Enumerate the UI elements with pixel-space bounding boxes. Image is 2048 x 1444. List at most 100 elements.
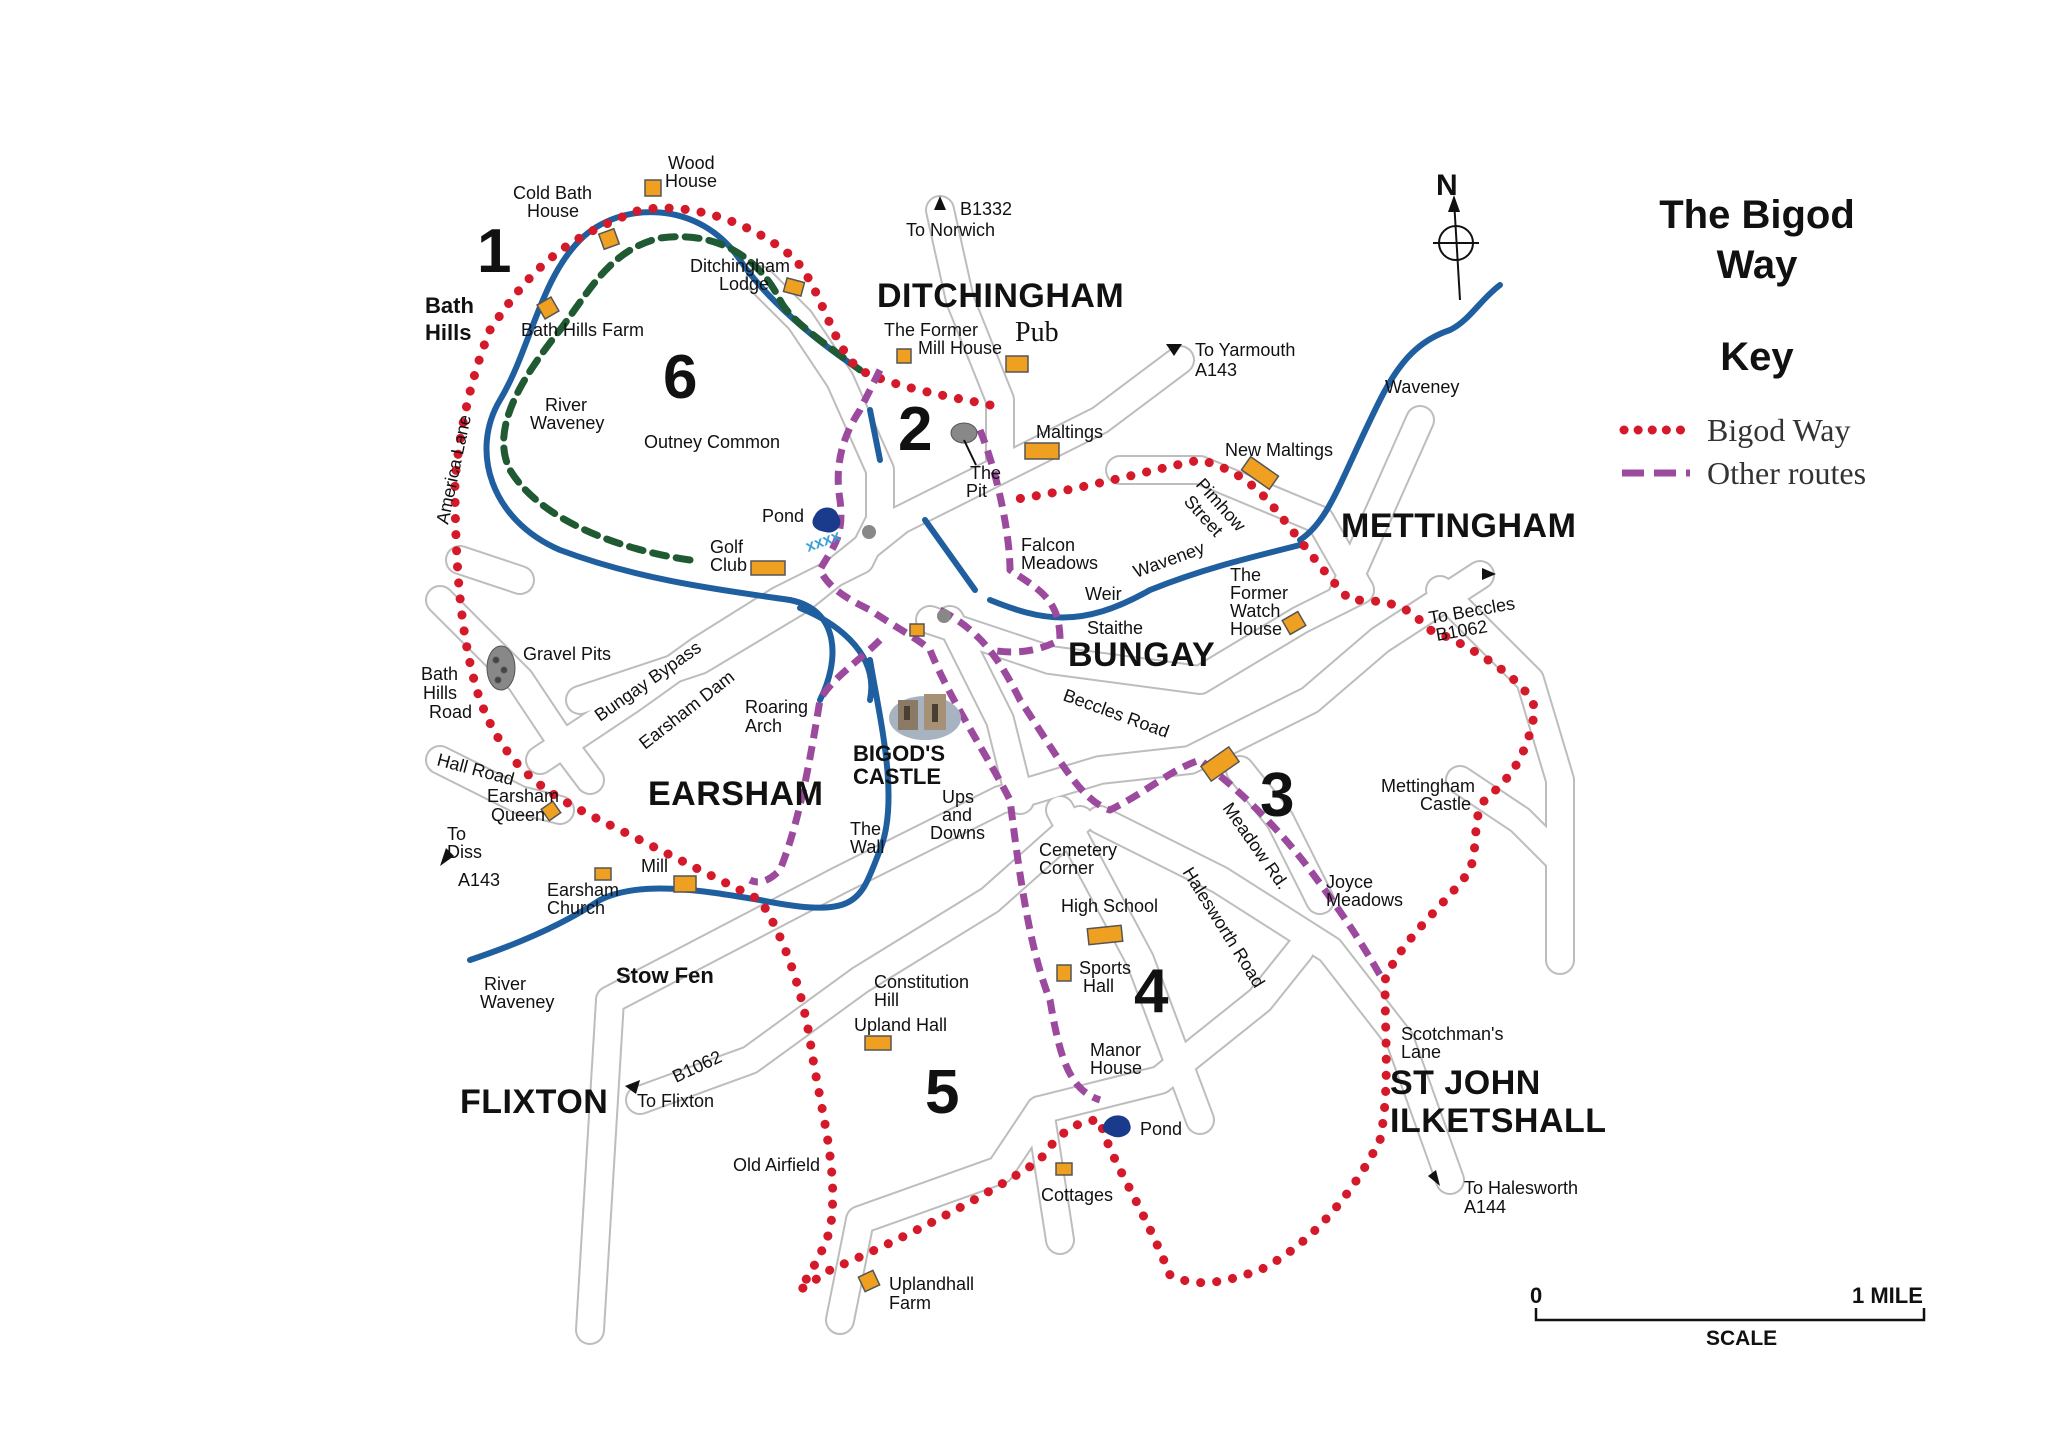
label-golf-club: Club <box>710 555 747 575</box>
label-bath-hills-road: Bath <box>421 664 458 684</box>
label-manor-house: Manor <box>1090 1040 1141 1060</box>
label-sports-hall: Sports <box>1079 958 1131 978</box>
label-beccles-road: Beccles Road <box>1061 685 1172 742</box>
label-ups-and-downs: Downs <box>930 823 985 843</box>
label-america-lane: America Lane <box>432 413 475 526</box>
label-roaring-arch: Arch <box>745 716 782 736</box>
label-maltings: Maltings <box>1036 422 1103 442</box>
label-bath-hills-road: Hills <box>423 683 457 703</box>
label-mettingham-castle: Mettingham <box>1381 776 1475 796</box>
bigods-castle-label-1: BIGOD'S <box>853 741 945 766</box>
town-bungay: BUNGAY <box>1068 636 1215 674</box>
label-gravel-pits: Gravel Pits <box>523 644 611 664</box>
legend-title-line-2: Way <box>1717 243 1799 287</box>
legend: The Bigod Way Key Bigod Way Other routes <box>1619 193 1866 491</box>
label-earsham-queen: Earsham <box>487 786 559 806</box>
label-outney-common: Outney Common <box>644 432 780 452</box>
label-bath-hills: Bath <box>425 293 474 318</box>
label-wood-house: Wood <box>668 153 715 173</box>
building-icon <box>597 227 621 251</box>
town-ilketshall: ILKETSHALL <box>1390 1102 1607 1140</box>
label-former-watch-house: The <box>1230 565 1261 585</box>
building-icon <box>540 800 562 822</box>
section-number-3: 3 <box>1260 761 1294 830</box>
building-icon <box>864 1035 892 1051</box>
label-former-mill-house: The Former <box>884 320 978 340</box>
label-joyce-meadows: Meadows <box>1326 890 1403 910</box>
label-to-halesworth: To Halesworth <box>1464 1178 1578 1198</box>
label-constitution-hill: Hill <box>874 990 899 1010</box>
label-earsham-church: Earsham <box>547 880 619 900</box>
label-cottages: Cottages <box>1041 1185 1113 1205</box>
label-ditchingham-lodge: Ditchingham <box>690 256 790 276</box>
label-ups-and-downs: Ups <box>942 787 974 807</box>
scale-start: 0 <box>1530 1283 1542 1308</box>
label-golf-club: Golf <box>710 537 744 557</box>
label-waveney-top: Waveney <box>1385 377 1459 397</box>
north-label: N <box>1436 169 1458 202</box>
label-former-watch-house: Watch <box>1230 601 1280 621</box>
label-the-wall: Wall <box>850 837 884 857</box>
arrow-to-halesworth-icon <box>1428 1170 1440 1186</box>
label-river-waveney-2: River <box>484 974 526 994</box>
town-mettingham: METTINGHAM <box>1341 507 1576 545</box>
scale-end: 1 MILE <box>1852 1283 1923 1308</box>
building-icon <box>750 560 786 576</box>
label-b1332: B1332 <box>960 199 1012 219</box>
label-pond: Pond <box>762 506 804 526</box>
north-arrow: N <box>1433 169 1479 301</box>
pond-icon <box>812 507 841 533</box>
building-icon <box>594 867 612 881</box>
label-mill: Mill <box>641 856 668 876</box>
pond-icon <box>1102 1115 1131 1138</box>
town-st-john: ST JOHN <box>1390 1064 1541 1102</box>
building-icon <box>1199 745 1241 783</box>
building-icon <box>782 276 806 298</box>
label-to-flixton: To Flixton <box>637 1091 714 1111</box>
town-earsham: EARSHAM <box>648 775 823 813</box>
other-routes <box>748 368 1384 1104</box>
label-cold-bath-house: Cold Bath <box>513 183 592 203</box>
pit-pointer <box>963 439 977 466</box>
buildings <box>536 179 1307 1293</box>
label-pond-bottom: Pond <box>1140 1119 1182 1139</box>
building-icon <box>1056 964 1072 982</box>
building-icon <box>896 348 912 364</box>
label-a143-top: A143 <box>1195 360 1237 380</box>
castle-icon <box>889 694 961 740</box>
north-arrow-icon <box>1448 195 1460 212</box>
pit-icon <box>950 422 978 444</box>
label-constitution-hill: Constitution <box>874 972 969 992</box>
label-earsham-church: Church <box>547 898 605 918</box>
building-icon <box>1024 442 1060 460</box>
label-former-mill-house: Mill House <box>918 338 1002 358</box>
legend-key-heading: Key <box>1720 335 1794 379</box>
label-sports-hall: Hall <box>1083 976 1114 996</box>
arrow-to-diss-icon <box>440 848 454 866</box>
town-ditchingham: DITCHINGHAM <box>877 277 1124 315</box>
building-icon <box>857 1269 881 1293</box>
label-cold-bath-house: House <box>527 201 579 221</box>
label-scotchmans-lane: Scotchman's <box>1401 1024 1503 1044</box>
building-icon <box>1086 924 1124 946</box>
building-icon <box>673 875 697 893</box>
label-bath-hills: Hills <box>425 320 471 345</box>
section-number-6: 6 <box>663 343 697 412</box>
label-former-watch-house: Former <box>1230 583 1288 603</box>
roundabout-icon <box>862 525 876 539</box>
label-former-watch-house: House <box>1230 619 1282 639</box>
label-the-pit: Pit <box>966 481 987 501</box>
town-labels: DITCHINGHAM METTINGHAM BUNGAY EARSHAM FL… <box>460 277 1607 1140</box>
label-falcon-meadows: Falcon <box>1021 535 1075 555</box>
label-earsham-queen: Queen <box>491 805 545 825</box>
gravel-pit-icon <box>486 645 516 691</box>
label-uplandhall-farm: Farm <box>889 1293 931 1313</box>
scale-bar: 0 1 MILE SCALE <box>1530 1283 1926 1350</box>
label-ups-and-downs: and <box>942 805 972 825</box>
label-old-airfield: Old Airfield <box>733 1155 820 1175</box>
label-scotchmans-lane: Lane <box>1401 1042 1441 1062</box>
label-bath-hills-farm: Bath Hills Farm <box>521 320 644 340</box>
label-to-diss: Diss <box>447 842 482 862</box>
bigods-castle-label-2: CASTLE <box>853 764 941 789</box>
